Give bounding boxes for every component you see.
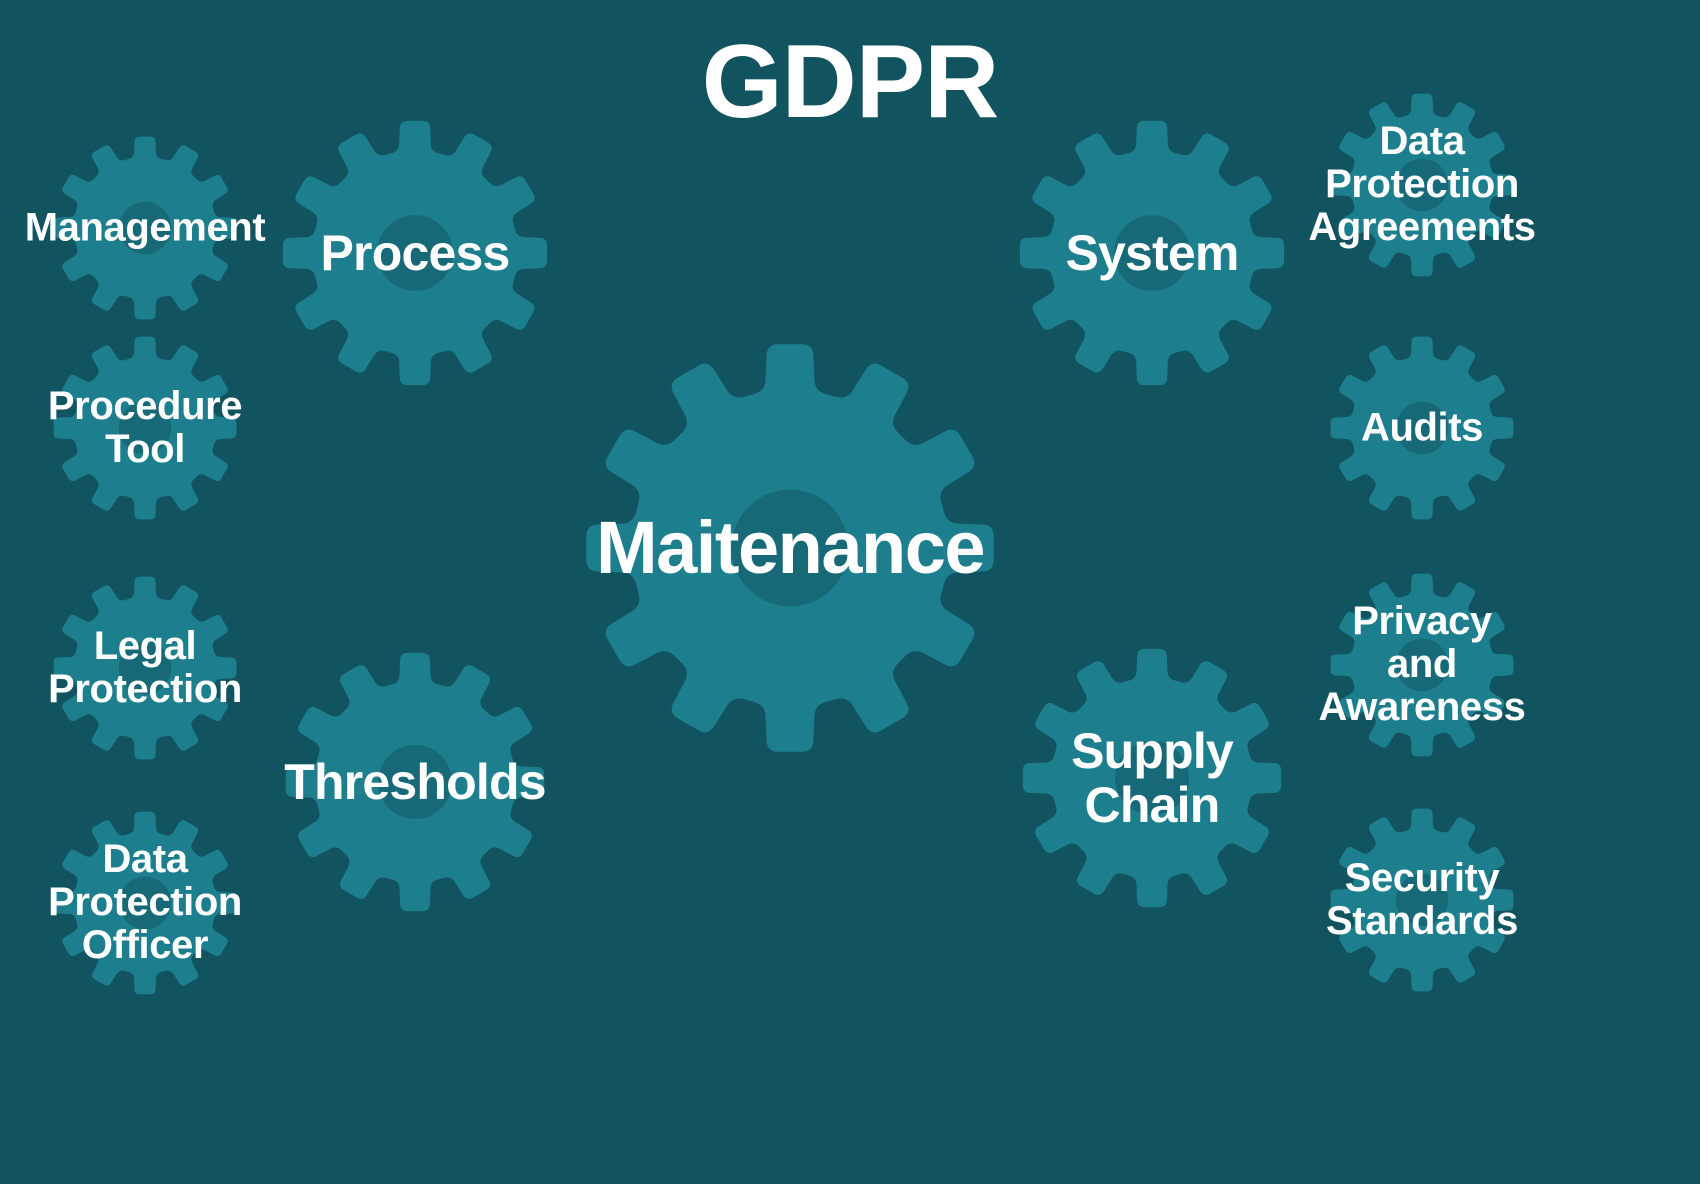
gear-label-security-standards: Security Standards	[1325, 855, 1519, 943]
gear-security-standards[interactable]: Security Standards	[1326, 808, 1518, 992]
gear-label-process: Process	[320, 225, 511, 281]
gear-data-protection-officer[interactable]: Data Protection Officer	[48, 811, 242, 995]
gear-audits[interactable]: Audits	[1330, 336, 1514, 520]
gear-thresholds[interactable]: Thresholds	[284, 652, 547, 912]
gear-system[interactable]: System	[1019, 120, 1285, 386]
gear-label-legal-protection: Legal Protection	[48, 623, 242, 711]
gear-label-procedure-tool: Procedure Tool	[47, 383, 243, 471]
gear-label-audits: Audits	[1360, 405, 1484, 450]
gear-privacy-and-awareness[interactable]: Privacy and Awareness	[1319, 573, 1526, 757]
gear-procedure-tool[interactable]: Procedure Tool	[48, 336, 243, 520]
gear-label-data-protection-agreements: Data Protection Agreements	[1308, 119, 1536, 250]
gear-label-supply-chain: Supply Chain	[1071, 723, 1234, 833]
gear-label-privacy-and-awareness: Privacy and Awareness	[1318, 599, 1526, 730]
gear-legal-protection[interactable]: Legal Protection	[48, 576, 242, 760]
gear-label-system: System	[1065, 225, 1239, 281]
center-gear-maitenance[interactable]: Maitenance	[585, 343, 995, 753]
gear-process[interactable]: Process	[282, 120, 548, 386]
gear-label-data-protection-officer: Data Protection Officer	[48, 837, 242, 968]
gear-label-management: Management	[24, 205, 266, 250]
gear-label-thresholds: Thresholds	[284, 754, 546, 810]
gear-management[interactable]: Management	[25, 136, 266, 320]
page-title: GDPR	[701, 24, 999, 140]
center-gear-label: Maitenance	[595, 506, 986, 590]
gear-supply-chain[interactable]: Supply Chain	[1022, 648, 1282, 908]
